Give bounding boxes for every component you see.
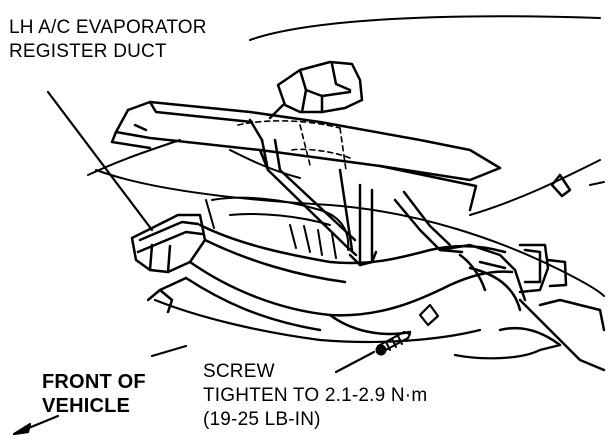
duct-leader-line: [46, 90, 154, 232]
cross-rail: [110, 100, 502, 257]
register-duct: [130, 213, 514, 336]
frame-legs: [348, 183, 464, 267]
screw-callout-line1: SCREW: [203, 361, 275, 382]
register-cap: [268, 60, 364, 120]
front-arrow-icon: [12, 344, 188, 436]
screw-icon: [375, 331, 411, 356]
center-bellows: [205, 196, 350, 259]
front-of-vehicle-line1: FRONT OF: [42, 371, 146, 393]
front-of-vehicle-line2: VEHICLE: [42, 395, 131, 417]
hidden-lines: [237, 120, 351, 171]
right-housing: [438, 173, 606, 372]
screw-torque-spec: TIGHTEN TO 2.1-2.9 N·m: [203, 385, 428, 406]
lower-bracket: [153, 298, 562, 360]
dashboard-structure: [87, 15, 605, 297]
duct-callout-line2: REGISTER DUCT: [9, 41, 167, 62]
duct-callout-line1: LH A/C EVAPORATOR: [9, 17, 207, 38]
screw-leader-line: [334, 350, 376, 374]
screw-torque-spec-imperial: (19-25 LB-IN): [203, 409, 321, 430]
